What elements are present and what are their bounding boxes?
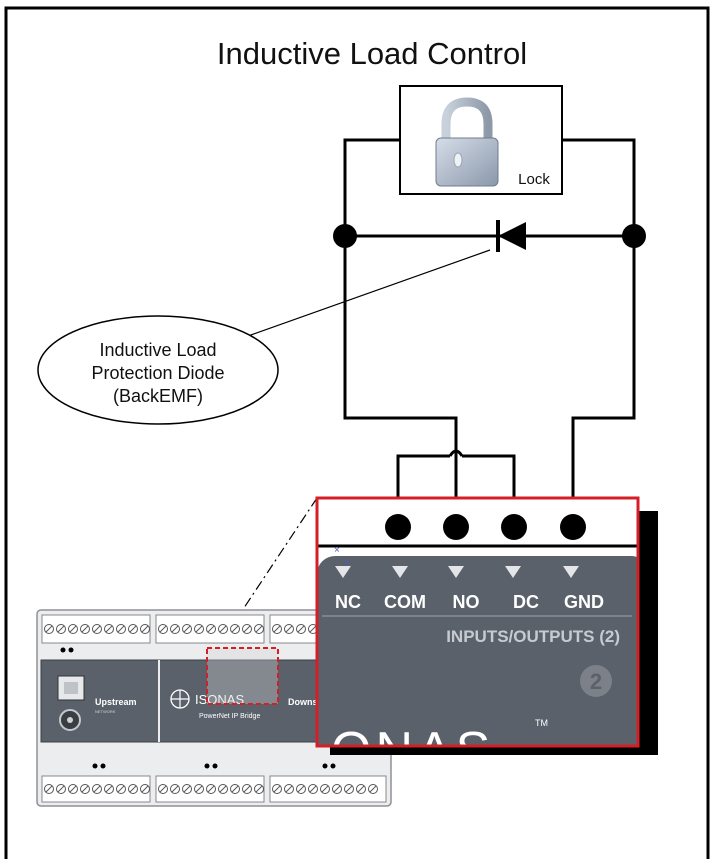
screw-slot [297,785,305,793]
lock-box: Lock [399,85,563,195]
screw-slot [219,625,227,633]
callout-line2: Protection Diode [91,363,224,383]
screw-slot [171,625,179,633]
marker-x: × [344,557,350,568]
screw-slot [369,785,377,793]
diode-callout: Inductive Load Protection Diode (BackEMF… [37,315,279,425]
screw-slot [357,785,365,793]
terminal-labels: NC COM NO DC GND [335,592,604,612]
terminal-dots [385,514,586,540]
screw-slot [69,785,77,793]
screw-slot [81,625,89,633]
screw-slot [333,785,341,793]
screw-slot [219,785,227,793]
terminal-dot [443,514,469,540]
screw-slot [57,785,65,793]
brand-partial: ONAS [331,722,494,780]
pin-markers [335,566,579,578]
trademark: TM [535,718,548,728]
upstream-sub: NETWORK [95,709,116,714]
screw-slot [93,785,101,793]
terminal-label: DC [513,592,539,612]
pin-marker [392,566,408,578]
junction-dot [333,224,357,248]
screw-slot [285,625,293,633]
screw-slot [243,625,251,633]
highlight-region [206,647,279,705]
callout-line3: (BackEMF) [113,386,203,406]
screw-slot [345,785,353,793]
screw-slot [117,785,125,793]
screw-slot [45,785,53,793]
screw-slot [141,625,149,633]
terminal-label: NC [335,592,361,612]
screw-slot [159,785,167,793]
zoomed-terminal-panel: NC COM NO DC GND INPUTS/OUTPUTS (2) 2 ONAS T… [315,496,658,780]
pin-marker [448,566,464,578]
wires [343,138,636,520]
callout-line1: Inductive Load [99,340,216,360]
terminal-label: NO [453,592,480,612]
terminal-label: GND [564,592,604,612]
screw-slot [195,785,203,793]
padlock-icon [435,97,499,187]
screw-slot [231,785,239,793]
terminal-screws-bottom [44,784,378,794]
diagram-title: Inductive Load Control [217,36,527,71]
screw-slot [207,625,215,633]
terminal-screws-top [44,624,330,634]
lock-label: Lock [518,171,550,188]
screw-slot [171,785,179,793]
screw-slot [255,785,263,793]
screw-slot [105,785,113,793]
screw-slot [273,625,281,633]
screw-slot [255,625,263,633]
screw-slot [243,785,251,793]
screw-slot [129,785,137,793]
callout-leader [247,249,491,337]
screw-slot [183,625,191,633]
junction-dot [622,224,646,248]
pin-marker [563,566,579,578]
device-product: PowerNet IP Bridge [199,713,260,720]
screw-slot [159,625,167,633]
terminal-dot [501,514,527,540]
screw-slot [285,785,293,793]
terminal-dot [560,514,586,540]
screw-slot [117,625,125,633]
screw-slot [195,625,203,633]
screw-slot [183,785,191,793]
screw-slot [297,625,305,633]
screw-slot [309,625,317,633]
screw-slot [231,625,239,633]
pin-marker [335,566,351,578]
screw-slot [321,785,329,793]
screw-slot [141,785,149,793]
terminal-dot [385,514,411,540]
terminal-label: COM [384,592,426,612]
outer-frame [4,6,710,864]
screw-slot [207,785,215,793]
device-downstream: Downst [288,697,321,707]
screw-slot [105,625,113,633]
pin-marker [505,566,521,578]
screw-slot [57,625,65,633]
marker-x: × [334,545,340,556]
screw-slot [129,625,137,633]
screw-slot [93,625,101,633]
screw-slot [45,625,53,633]
io-badge: 2 [590,669,602,694]
screw-slot [309,785,317,793]
io-section-label: INPUTS/OUTPUTS (2) [446,627,620,646]
diode-symbol [496,220,526,252]
screw-slot [273,785,281,793]
screw-slot [69,625,77,633]
upstream-label: Upstream [95,697,137,707]
screw-slot [81,785,89,793]
